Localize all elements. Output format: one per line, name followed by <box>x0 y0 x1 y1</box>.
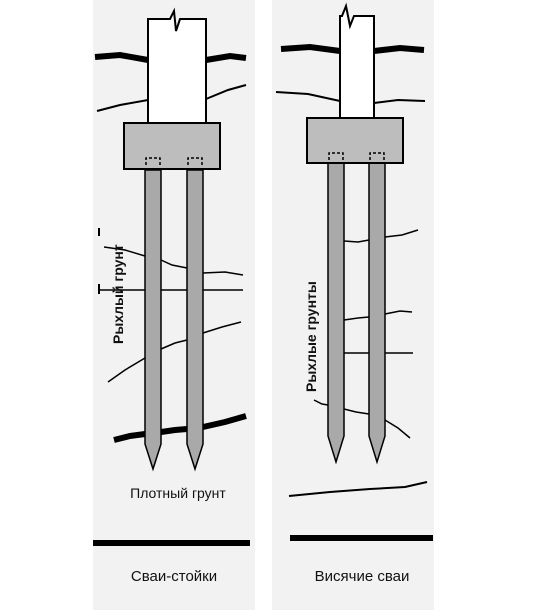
left-stratum-1a <box>103 246 146 257</box>
right-stratum-4b <box>343 408 370 415</box>
right-stratum-upper-b <box>373 98 426 104</box>
right-stratum-4a <box>313 399 329 406</box>
right-stratum-upper-a <box>275 91 341 102</box>
left-stratum-upper-a <box>96 99 149 112</box>
left-stratum-1c <box>202 271 244 276</box>
right-top-stratum-a <box>280 43 341 54</box>
right-column <box>339 2 375 118</box>
right-stratum-2a <box>343 316 370 321</box>
left-dense-stratum-a <box>113 431 146 443</box>
right-top-stratum-b <box>373 44 425 54</box>
dense-soil-label: Плотный грунт <box>130 485 226 501</box>
right-pile-cap <box>306 117 404 164</box>
right-stratum-4c <box>384 419 411 439</box>
left-stratum-1b <box>160 259 188 269</box>
left-top-stratum-b <box>205 52 247 63</box>
left-caption: Сваи-стойки <box>131 568 217 585</box>
right-caption: Висячие сваи <box>315 568 410 585</box>
left-pile-cap <box>123 122 221 170</box>
right-stratum-1a <box>343 239 370 243</box>
right-pile-2 <box>368 162 386 465</box>
right-pile-1 <box>327 162 345 465</box>
left-column <box>147 7 207 123</box>
left-stratum-3b <box>160 339 188 350</box>
left-column-structure <box>147 7 207 123</box>
right-soil-label: Рыхлые грунты <box>303 281 319 392</box>
left-soil-label: Рыхлый грунт <box>110 244 126 344</box>
left-top-stratum-a <box>94 51 149 63</box>
right-stratum-2b <box>384 310 413 315</box>
left-dense-stratum-c <box>202 413 247 430</box>
right-stratum-1b <box>384 229 419 238</box>
left-pile-1 <box>144 169 162 472</box>
left-dense-stratum-b <box>160 426 188 435</box>
right-stratum-bottom <box>288 481 428 497</box>
left-stratum-3a <box>107 357 146 383</box>
left-pile-2 <box>186 169 204 472</box>
left-stratum-upper-b <box>205 84 247 100</box>
left-stratum-3c <box>202 321 242 334</box>
